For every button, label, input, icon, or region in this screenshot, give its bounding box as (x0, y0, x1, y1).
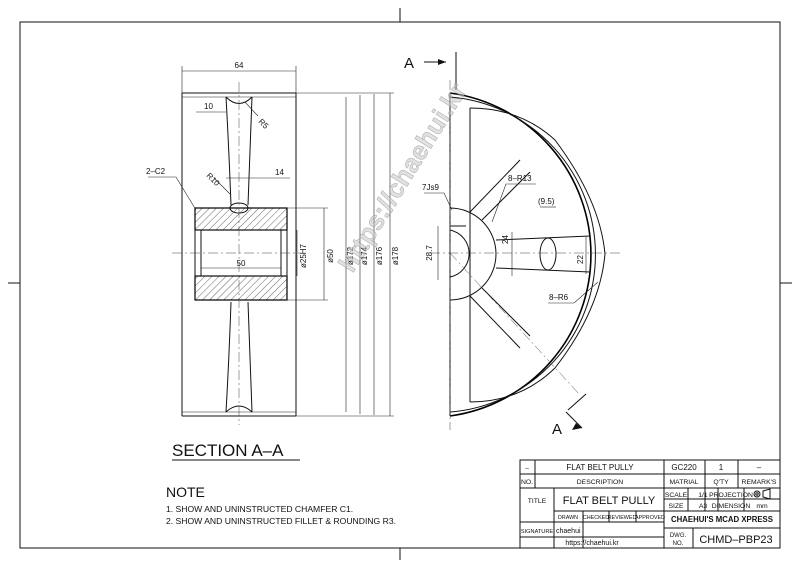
watermark-url: https://chaehui.kr (332, 77, 472, 277)
dim-keyway: 7Js9 (422, 183, 439, 192)
size-label: SIZE (668, 503, 684, 510)
dim-web-fillet: R10 (205, 171, 222, 188)
company-url: https://chaehui.kr (565, 540, 619, 547)
note-item: 2. SHOW AND UNINSTRUCTED FILLET & ROUNDI… (166, 516, 396, 526)
header-qty: Q'TY (713, 479, 729, 486)
hub-upper-section (194, 207, 288, 231)
svg-text:A: A (404, 55, 414, 72)
dim-web-thickness: 14 (275, 168, 284, 177)
part-description: FLAT BELT PULLY (566, 463, 634, 472)
dwg-label-1: DWG. (670, 533, 687, 539)
side-view: A A 7Js9 28.7 8–R13 (9.5) 24 22 8–R6 (404, 52, 620, 438)
section-arrow-top: A (404, 52, 457, 90)
dim-d176: ø176 (375, 246, 384, 265)
header-remarks: REMARK'S (742, 479, 777, 486)
company-name: CHAEHUI'S MCAD XPRESS (671, 515, 773, 524)
dim-d172: ø172 (346, 246, 355, 265)
dim-key-depth: 28.7 (425, 245, 434, 261)
reviewed-label: REVIEWED (608, 515, 637, 521)
size-value: A3 (699, 503, 708, 510)
header-no: NO. (521, 479, 533, 486)
dim-chamfer: 2–C2 (146, 167, 166, 176)
dim-spoke-fillet-inner: 8–R6 (549, 293, 569, 302)
dim-bore: ø25H7 (299, 243, 308, 268)
drawing-border (19, 21, 781, 549)
dim-hub-length: 50 (237, 259, 246, 268)
section-arrow-bottom: A (552, 393, 587, 438)
title-block: – FLAT BELT PULLY GC220 1 – NO. DESCRIPT… (519, 459, 781, 549)
section-title: SECTION A–A (172, 441, 284, 460)
dimension-label: DIMENSION (712, 503, 751, 510)
header-material: MATRIAL (670, 479, 699, 486)
hub-lower-section (194, 275, 288, 301)
dwg-number: CHMD–PBP23 (699, 534, 772, 546)
third-angle-projection-icon (753, 488, 771, 500)
section-view: 64 10 R5 2–C2 R10 14 50 (146, 61, 400, 461)
dim-spoke-fillet-outer: 8–R13 (508, 174, 532, 183)
dim-rim-offset: 10 (204, 102, 213, 111)
svg-text:A: A (552, 421, 562, 438)
dim-hub-dia: ø50 (326, 249, 335, 263)
dimension-value: mm (756, 503, 768, 510)
scale-label: SCALE (665, 492, 688, 499)
centering-marks (8, 8, 792, 560)
checked-label: CHECKED (583, 515, 609, 521)
part-no: – (525, 465, 529, 472)
approved-label: APPROVED (635, 515, 665, 521)
dim-overall-width: 64 (235, 61, 244, 70)
title-value: FLAT BELT PULLY (563, 495, 656, 507)
notes-title: NOTE (166, 484, 205, 500)
scale-value: 1/1 (698, 492, 708, 499)
dim-d178: ø178 (391, 246, 400, 265)
header-description: DESCRIPTION (577, 479, 624, 486)
drawn-label: DRAWN (558, 515, 578, 521)
dim-d174: ø174 (360, 246, 369, 265)
title-label: TITLE (528, 498, 547, 505)
part-remarks: – (757, 463, 762, 472)
part-material: GC220 (671, 463, 697, 472)
dim-rim-fillet: R5 (257, 117, 271, 131)
signature-label: SIGNATURE (521, 529, 553, 535)
projection-label: PROJECTION (709, 492, 753, 499)
signature-value: chaehui (556, 528, 581, 535)
part-qty: 1 (719, 463, 724, 472)
note-item: 1. SHOW AND UNINSTRUCTED CHAMFER C1. (166, 504, 353, 514)
notes-block: NOTE 1. SHOW AND UNINSTRUCTED CHAMFER C1… (166, 484, 396, 526)
dim-spoke-width-rim: 22 (576, 255, 585, 264)
diameter-dimensions (287, 92, 394, 417)
dim-spoke-width-hub: 24 (501, 235, 510, 244)
dwg-label-2: NO. (673, 541, 684, 547)
dim-spoke-thickness: (9.5) (538, 197, 555, 206)
